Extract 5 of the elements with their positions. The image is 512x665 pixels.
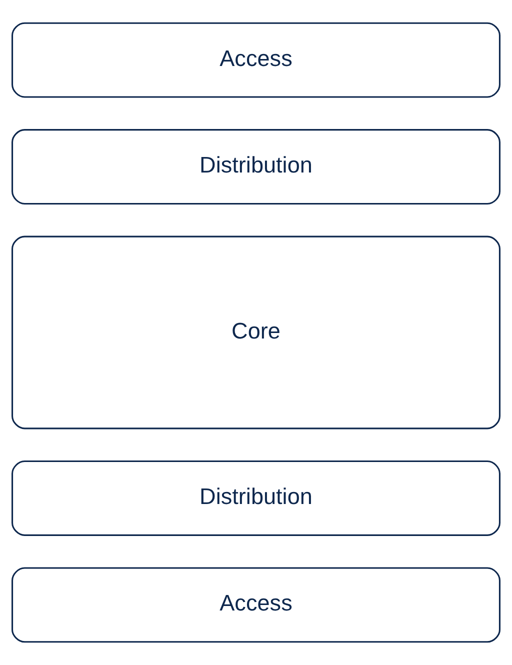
node-box: Access	[12, 567, 500, 643]
node-box: Distribution	[12, 460, 500, 536]
node-box: Core	[12, 236, 500, 430]
node-box: Access	[12, 22, 500, 98]
node-box: Distribution	[12, 129, 500, 204]
